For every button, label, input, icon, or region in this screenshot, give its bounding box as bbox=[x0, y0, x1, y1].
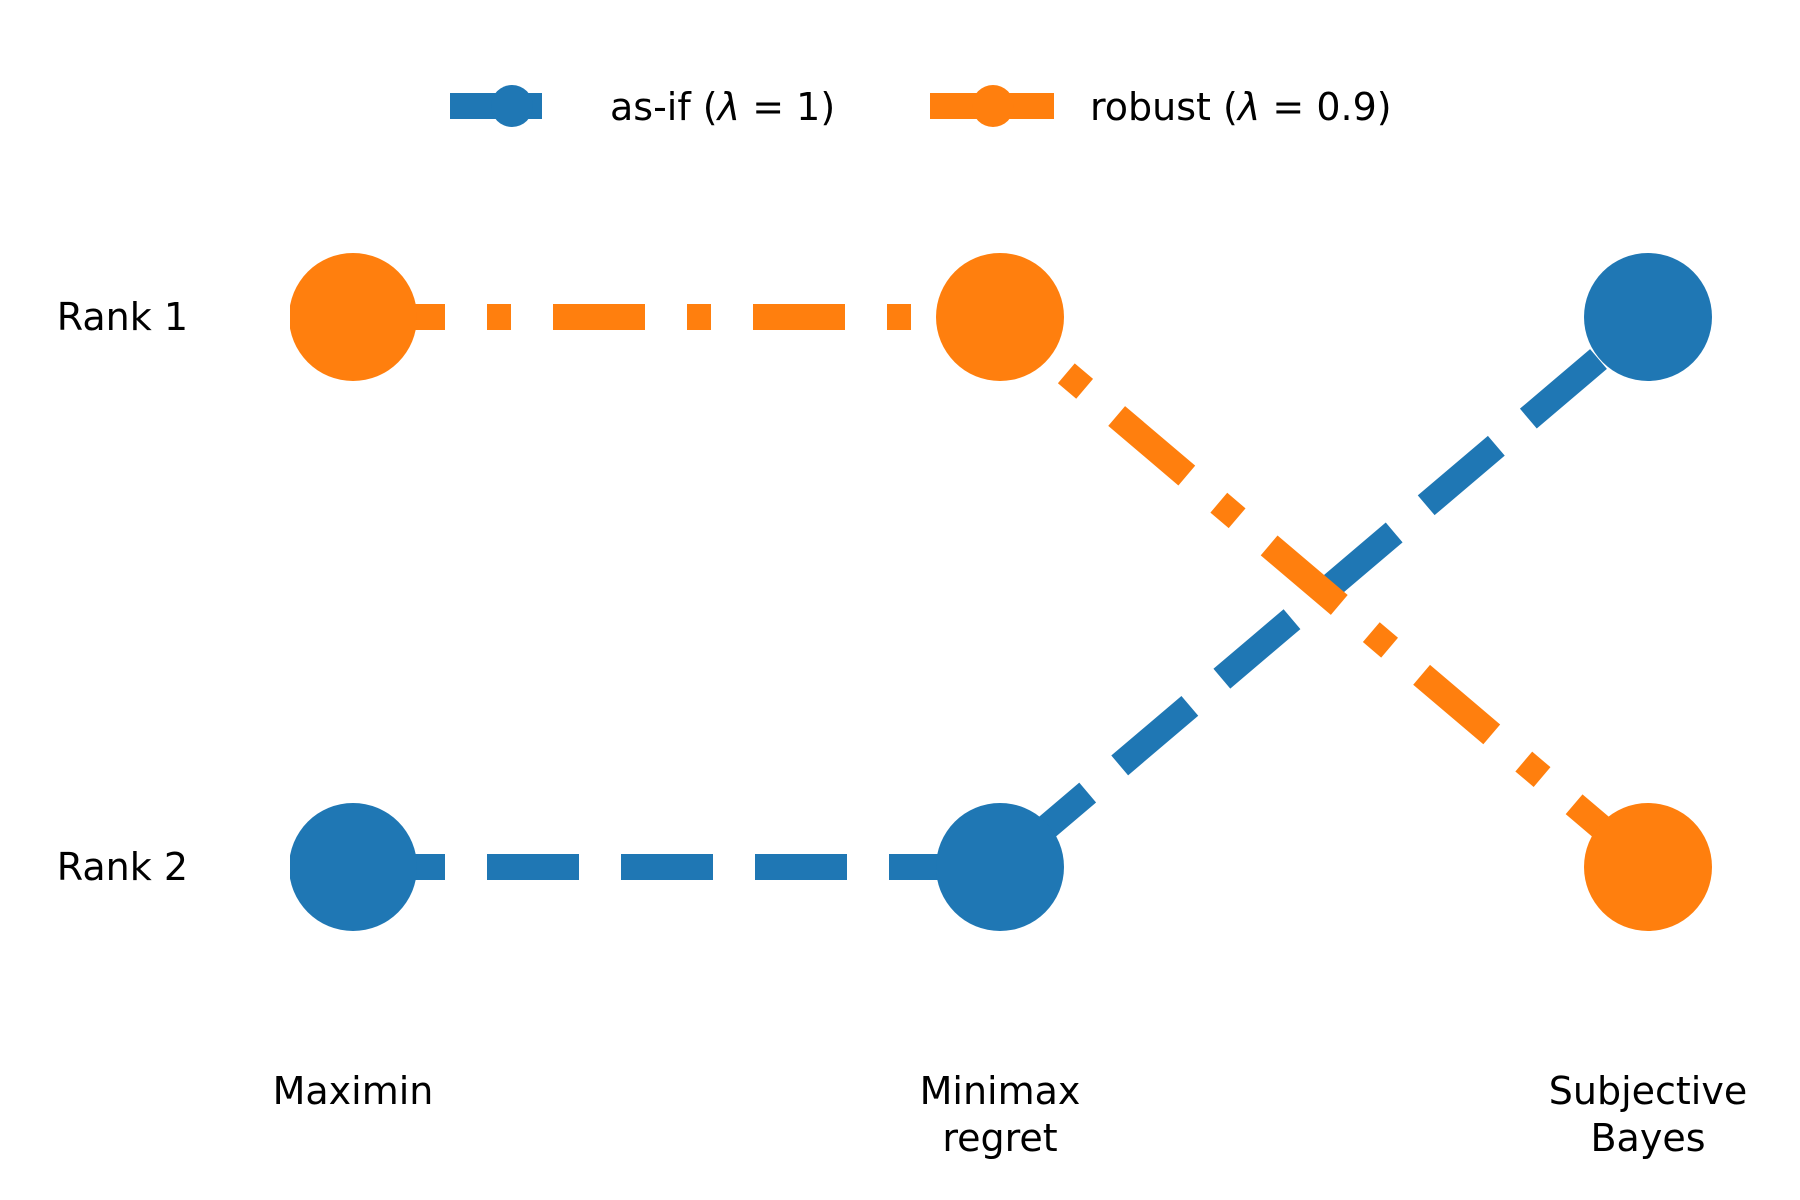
y-tick-label-rank-1: Rank 1 bbox=[57, 295, 188, 339]
x-tick-label-maximin: Maximin bbox=[273, 1069, 434, 1113]
plot-area bbox=[290, 253, 1712, 931]
legend-swatch-robust-marker bbox=[972, 85, 1014, 127]
legend-entry-robust: robust (λ = 0.9) bbox=[930, 85, 1392, 129]
series-line-robust bbox=[353, 304, 1657, 877]
y-tick-label-rank-2: Rank 2 bbox=[57, 845, 188, 889]
marker-robust-subjective-bayes bbox=[1584, 803, 1712, 931]
series-line-as-if bbox=[353, 307, 1657, 880]
legend-swatch-as-if-marker bbox=[491, 85, 533, 127]
legend-label-robust: robust (λ = 0.9) bbox=[1090, 85, 1392, 129]
marker-as-if-minimax-regret bbox=[936, 803, 1064, 931]
legend-entry-as-if: as-if (λ = 1) bbox=[450, 85, 835, 129]
marker-as-if-maximin bbox=[290, 803, 417, 931]
series-lines bbox=[353, 304, 1657, 880]
y-axis-tick-labels: Rank 1 Rank 2 bbox=[57, 295, 188, 889]
legend: as-if (λ = 1) robust (λ = 0.9) bbox=[450, 85, 1392, 129]
series-markers bbox=[290, 253, 1712, 931]
legend-label-as-if: as-if (λ = 1) bbox=[610, 85, 835, 129]
marker-as-if-subjective-bayes bbox=[1584, 253, 1712, 381]
marker-robust-maximin bbox=[290, 253, 417, 381]
marker-robust-minimax-regret bbox=[936, 253, 1064, 381]
